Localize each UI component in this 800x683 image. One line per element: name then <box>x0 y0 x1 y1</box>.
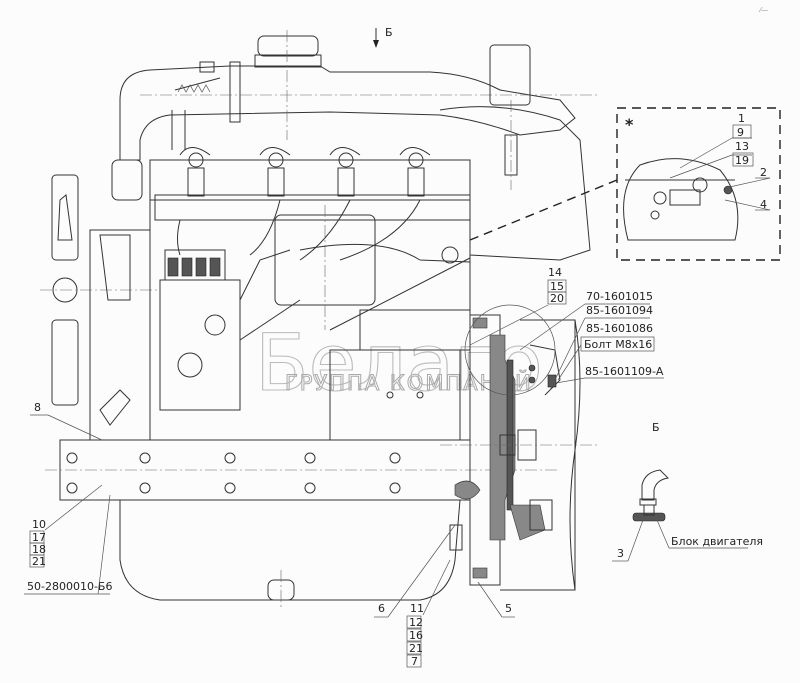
callout-5: 5 <box>505 602 512 615</box>
intake-manifold <box>119 30 600 261</box>
view-b-label: Б <box>652 421 660 434</box>
fuel-pump <box>159 249 301 411</box>
clutch-assembly <box>440 304 600 591</box>
view-arrow-label: Б <box>385 26 393 39</box>
callout-7: 7 <box>411 655 418 668</box>
detail-view: * 1 9 13 19 2 4 <box>469 107 781 261</box>
arrow-down-icon <box>373 40 379 48</box>
corner-mark: ⁄— <box>758 6 768 14</box>
callout-2: 2 <box>760 166 767 179</box>
left-callouts: 8 10 17 18 21 50-2800010-Б6 <box>24 401 112 595</box>
callout-1: 1 <box>738 112 745 125</box>
callout-11: 11 <box>410 602 424 615</box>
bottom-callouts: 6 11 12 16 21 7 5 <box>374 524 515 668</box>
part-number-70-1601015: 70-1601015 <box>586 290 653 303</box>
callout-21-bottom: 21 <box>409 642 423 655</box>
callout-14: 14 <box>548 266 562 279</box>
right-callouts: 14 15 20 70-1601015 85-1601094 85-160108… <box>469 266 664 391</box>
view-arrow: Б <box>373 26 393 48</box>
part-number-85-1601094: 85-1601094 <box>586 304 653 317</box>
callout-20: 20 <box>550 292 564 305</box>
engine-block-label: Блок двигателя <box>671 535 763 548</box>
callout-10: 10 <box>32 518 46 531</box>
callout-15: 15 <box>550 280 564 293</box>
callout-18: 18 <box>32 543 46 556</box>
view-b: Б 3 Блок двигателя <box>612 421 763 562</box>
callout-17: 17 <box>32 531 46 544</box>
part-number-85-1601109-a: 85-1601109-А <box>585 365 664 378</box>
bolt-label: Болт М8х16 <box>584 338 652 351</box>
callout-21-left: 21 <box>32 555 46 568</box>
callout-13: 13 <box>735 140 749 153</box>
callout-3: 3 <box>617 547 624 560</box>
callout-12: 12 <box>409 616 423 629</box>
callout-19: 19 <box>735 154 749 167</box>
cylinder-head <box>149 147 471 261</box>
callout-4: 4 <box>760 198 767 211</box>
part-number-50-2800010-b6: 50-2800010-Б6 <box>27 580 112 593</box>
front-fan <box>40 159 160 441</box>
detail-marker: * <box>625 115 634 134</box>
callout-9: 9 <box>737 126 744 139</box>
part-number-85-1601086: 85-1601086 <box>586 322 653 335</box>
callout-16: 16 <box>409 629 423 642</box>
callout-8: 8 <box>34 401 41 414</box>
callout-6: 6 <box>378 602 385 615</box>
